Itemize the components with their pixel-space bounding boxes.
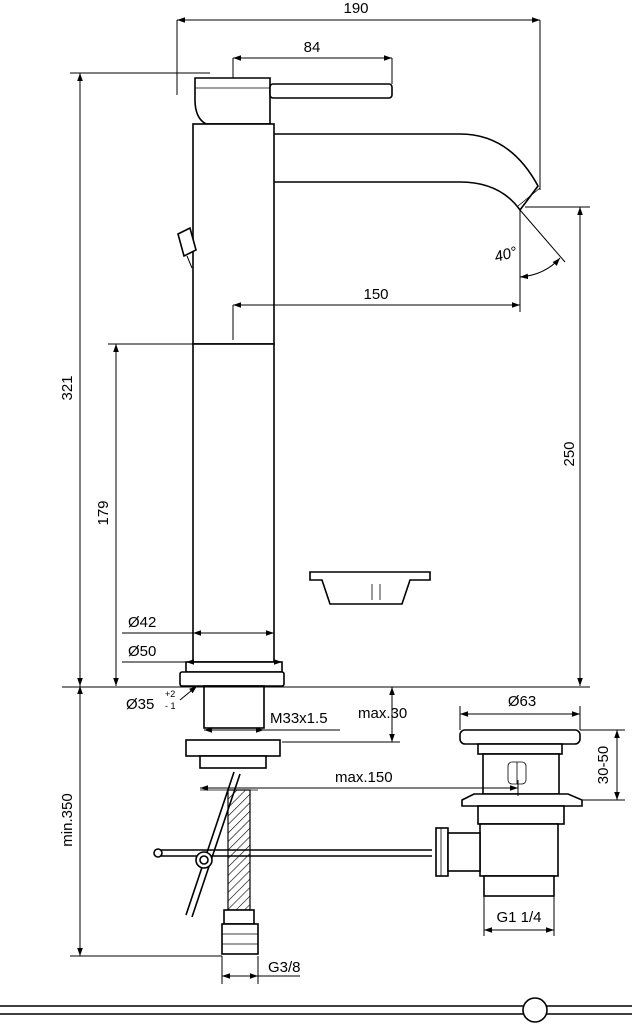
dim-spout-reach: 150 (363, 286, 388, 303)
dim-angle: 40° (493, 244, 519, 266)
dim-waste-thread: G1 1/4 (496, 909, 541, 926)
dim-min-hose: min.350 (59, 793, 76, 846)
dim-max-rod: max.150 (335, 769, 393, 786)
dim-total-height: 321 (59, 375, 76, 400)
dim-spout-height: 250 (561, 441, 578, 466)
dim-hole-diameter: Ø35 (126, 696, 154, 713)
dim-base-diameter: Ø50 (128, 643, 156, 660)
dim-waste-diameter: Ø63 (508, 693, 536, 710)
dimension-lines (70, 17, 625, 984)
basin-line (0, 686, 632, 1023)
dim-waste-range: 30-50 (595, 746, 612, 784)
dim-hose-thread: G3/8 (268, 959, 301, 976)
hose-and-linkage (153, 771, 432, 955)
basin-overflow-part (309, 571, 431, 605)
dim-body-height: 179 (95, 500, 112, 525)
dim-lever-length: 84 (304, 39, 321, 56)
dim-total-width: 190 (343, 0, 368, 17)
dim-hole-tolerance-minus: - 1 (165, 701, 176, 711)
dim-body-diameter: Ø42 (128, 614, 156, 631)
dim-thread: M33x1.5 (270, 710, 328, 727)
dim-hole-tolerance-plus: +2 (165, 689, 175, 699)
dim-max-deck: max.30 (358, 705, 407, 722)
waste-assembly (435, 729, 583, 897)
faucet-body (177, 77, 541, 769)
